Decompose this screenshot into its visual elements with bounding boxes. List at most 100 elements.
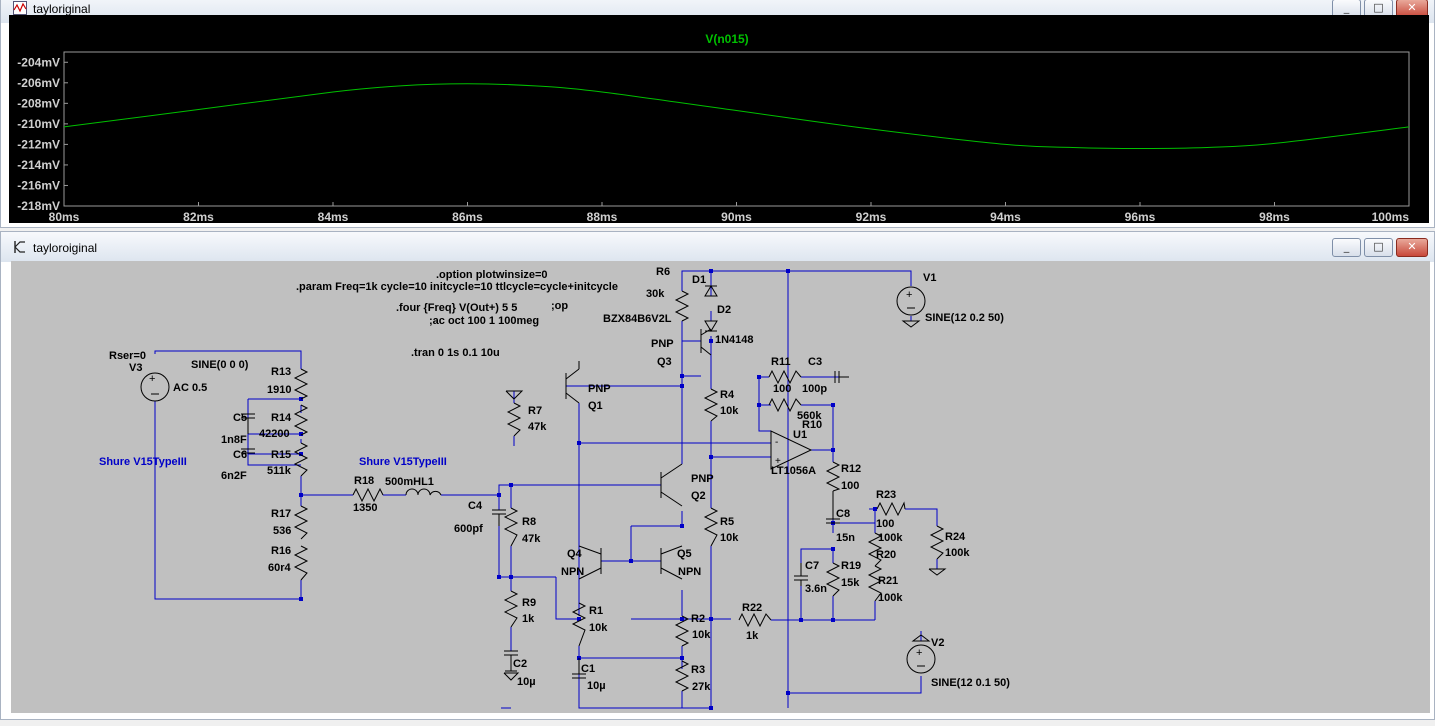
resistor-r11[interactable] bbox=[768, 369, 802, 385]
capacitor-c6[interactable] bbox=[241, 448, 255, 454]
c5-value[interactable]: 1n8F bbox=[221, 434, 247, 446]
r24-value[interactable]: 100k bbox=[945, 547, 970, 559]
resistor-r15[interactable] bbox=[293, 442, 309, 477]
r8-value[interactable]: 47k bbox=[522, 533, 541, 545]
q5-name[interactable]: Q5 bbox=[677, 548, 692, 560]
r1-name[interactable]: R1 bbox=[589, 605, 603, 617]
trace-line[interactable] bbox=[63, 83, 1410, 150]
resistor-r9[interactable] bbox=[503, 590, 519, 628]
transistor-q3[interactable] bbox=[700, 328, 712, 356]
r2-value[interactable]: 10k bbox=[692, 629, 711, 641]
r24-name[interactable]: R24 bbox=[945, 531, 966, 543]
inductor-l1[interactable] bbox=[405, 488, 442, 496]
r9-name[interactable]: R9 bbox=[522, 597, 536, 609]
r21-value[interactable]: 100k bbox=[878, 592, 903, 604]
c1-name[interactable]: C1 bbox=[581, 663, 595, 675]
r14-name[interactable]: R14 bbox=[271, 412, 292, 424]
r20-value[interactable]: 100k bbox=[878, 532, 903, 544]
voltage-source-v1[interactable]: + bbox=[896, 286, 926, 316]
r2-name[interactable]: R2 bbox=[691, 613, 705, 625]
q5-type[interactable]: NPN bbox=[678, 566, 701, 578]
waveform-chart[interactable]: V(n015) -204mV-206mV-208mV-210mV-212mV-2… bbox=[9, 15, 1429, 224]
r7-value[interactable]: 47k bbox=[528, 421, 547, 433]
r15-value[interactable]: 511k bbox=[267, 465, 292, 477]
resistor-r18[interactable] bbox=[352, 487, 384, 503]
r5-name[interactable]: R5 bbox=[720, 516, 734, 528]
r3-value[interactable]: 27k bbox=[692, 681, 711, 693]
resistor-r16[interactable] bbox=[293, 545, 309, 581]
q1-name[interactable]: Q1 bbox=[588, 400, 603, 412]
r11-name[interactable]: R11 bbox=[771, 356, 791, 368]
r4-name[interactable]: R4 bbox=[720, 389, 735, 401]
r4-value[interactable]: 10k bbox=[720, 405, 739, 417]
capacitor-c1[interactable] bbox=[572, 658, 586, 679]
resistor-r7[interactable] bbox=[506, 402, 522, 437]
net-label-shure-left[interactable]: Shure V15TypeIII bbox=[99, 456, 187, 468]
resistor-r4[interactable] bbox=[703, 388, 719, 422]
capacitor-c2[interactable] bbox=[504, 650, 518, 672]
resistor-r20[interactable] bbox=[867, 532, 883, 567]
resistor-r14[interactable] bbox=[293, 404, 309, 436]
d1-name[interactable]: D1 bbox=[692, 274, 706, 286]
u1-value[interactable]: LT1056A bbox=[771, 465, 816, 477]
r6-name[interactable]: R6 bbox=[656, 266, 670, 278]
r3-name[interactable]: R3 bbox=[691, 664, 705, 676]
v3-value-label[interactable]: AC 0.5 bbox=[173, 382, 207, 394]
c5-name[interactable]: C5 bbox=[233, 412, 247, 424]
r7-name[interactable]: R7 bbox=[528, 405, 542, 417]
transistor-q1[interactable] bbox=[565, 361, 580, 404]
resistor-r6[interactable] bbox=[674, 290, 690, 322]
resistor-r17[interactable] bbox=[293, 505, 309, 540]
c2-value[interactable]: 10µ bbox=[517, 676, 536, 688]
r12-name[interactable]: R12 bbox=[841, 463, 861, 475]
c7-value[interactable]: 3.6n bbox=[805, 583, 827, 595]
schematic-drawing[interactable]: .option plotwinsize=0 .param Freq=1k cyc… bbox=[11, 261, 1430, 713]
v1-name[interactable]: V1 bbox=[923, 272, 936, 284]
q1-type[interactable]: PNP bbox=[588, 383, 611, 395]
capacitor-c8[interactable] bbox=[826, 491, 840, 524]
resistor-r22[interactable] bbox=[738, 612, 772, 628]
q3-name[interactable]: Q3 bbox=[657, 356, 672, 368]
d2-value[interactable]: 1N4148 bbox=[715, 334, 754, 346]
d2-name[interactable]: D2 bbox=[717, 304, 731, 316]
r17-value[interactable]: 536 bbox=[273, 525, 291, 537]
r21-name[interactable]: R21 bbox=[878, 575, 898, 587]
resistor-r12[interactable] bbox=[825, 461, 841, 492]
v1-value[interactable]: SINE(12 0.2 50) bbox=[925, 312, 1004, 324]
directive-option[interactable]: .option plotwinsize=0 bbox=[436, 269, 548, 281]
trace-label[interactable]: V(n015) bbox=[705, 32, 748, 46]
r14-value[interactable]: 42200 bbox=[259, 428, 290, 440]
r19-name[interactable]: R19 bbox=[841, 560, 861, 572]
r19-value[interactable]: 15k bbox=[841, 577, 860, 589]
voltage-source-v2[interactable]: + bbox=[906, 644, 936, 674]
c2-name[interactable]: C2 bbox=[513, 658, 527, 670]
v3-rser-label[interactable]: Rser=0 bbox=[109, 350, 146, 362]
q2-type[interactable]: PNP bbox=[691, 473, 714, 485]
q4-name[interactable]: Q4 bbox=[567, 548, 583, 560]
l1-label[interactable]: 500mHL1 bbox=[385, 476, 434, 488]
schematic-titlebar[interactable]: tayloroiginal _ □ ✕ bbox=[1, 232, 1434, 262]
v3-name-label[interactable]: V3 bbox=[129, 362, 142, 374]
directive-ac[interactable]: ;ac oct 100 1 100meg bbox=[429, 315, 539, 327]
c1-value[interactable]: 10µ bbox=[587, 680, 606, 692]
minimize-button[interactable]: _ bbox=[1332, 238, 1361, 257]
r9-value[interactable]: 1k bbox=[522, 613, 535, 625]
q2-name[interactable]: Q2 bbox=[691, 490, 706, 502]
v2-name[interactable]: V2 bbox=[931, 637, 944, 649]
diode-d2[interactable] bbox=[704, 320, 718, 332]
capacitor-c3[interactable] bbox=[834, 371, 849, 383]
r10-value[interactable]: 560k bbox=[797, 410, 822, 422]
resistor-r8[interactable] bbox=[503, 507, 519, 547]
transistor-q4[interactable] bbox=[578, 545, 602, 580]
r15-name[interactable]: R15 bbox=[271, 449, 291, 461]
resistor-r2[interactable] bbox=[674, 615, 690, 647]
r5-value[interactable]: 10k bbox=[720, 532, 739, 544]
c4-value[interactable]: 600pf bbox=[454, 523, 483, 535]
r6-value[interactable]: 30k bbox=[646, 288, 665, 300]
resistor-r24[interactable] bbox=[929, 525, 945, 560]
directive-op[interactable]: ;op bbox=[551, 300, 568, 312]
r11-value[interactable]: 100 bbox=[773, 383, 791, 395]
resistor-r10[interactable] bbox=[768, 397, 802, 413]
r10-name[interactable]: R10 bbox=[802, 419, 822, 431]
transistor-q2[interactable] bbox=[660, 463, 683, 507]
